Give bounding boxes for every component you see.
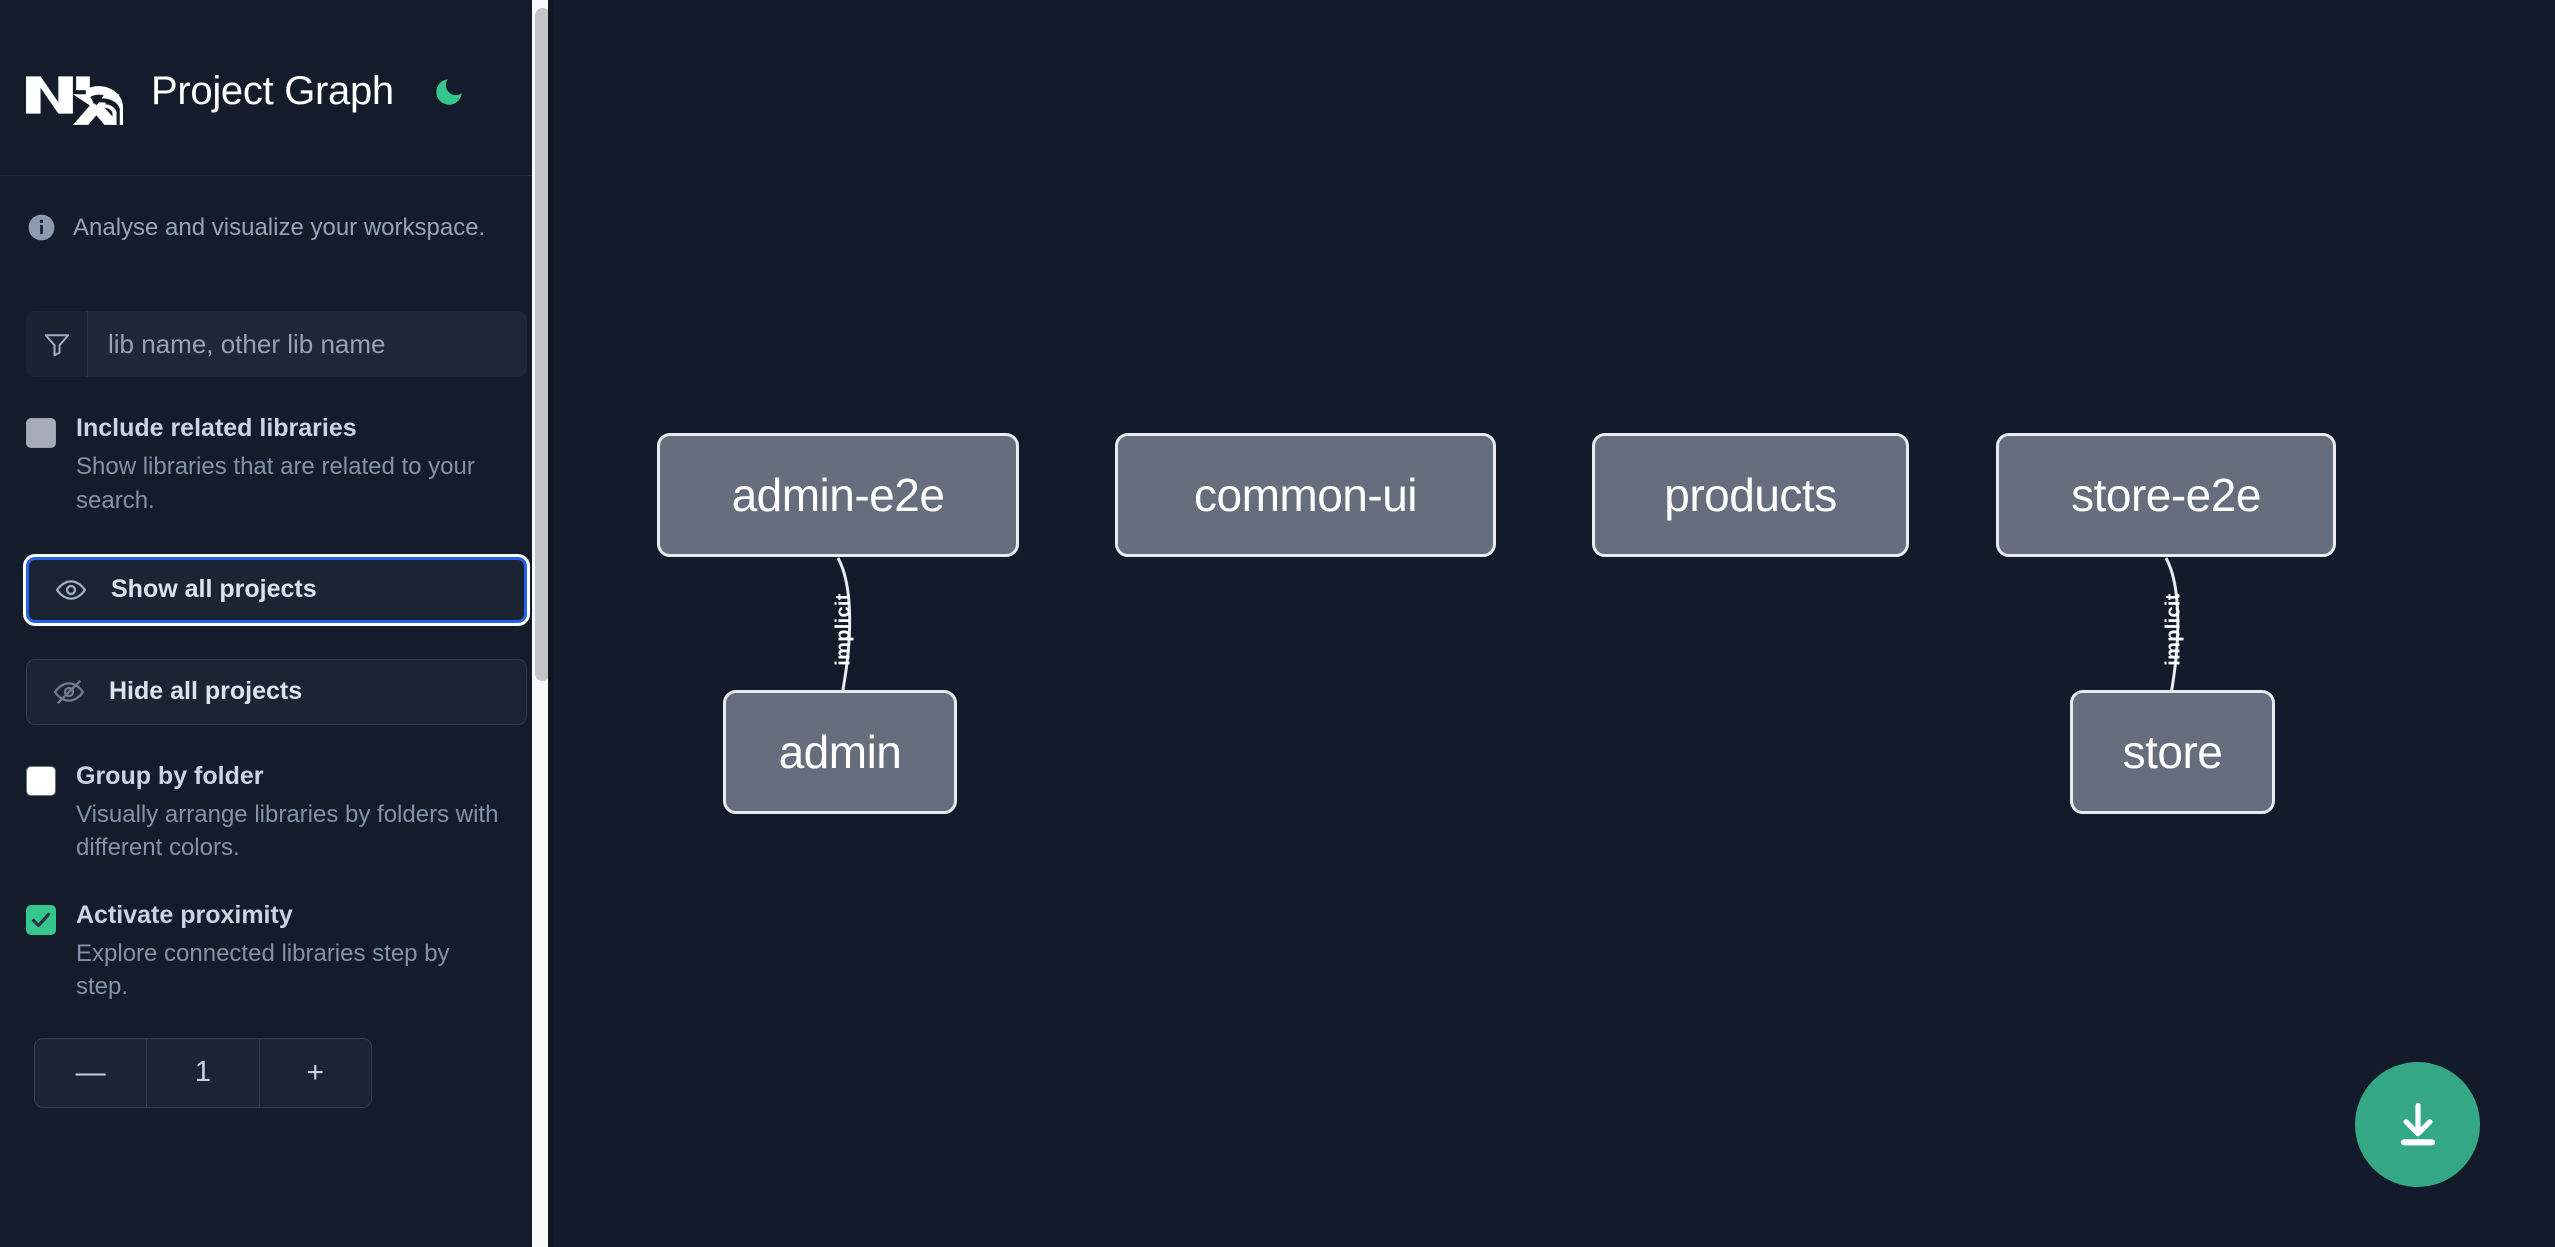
hide-all-projects-button[interactable]: Hide all projects [26,658,527,725]
option-group-by-folder[interactable]: Group by folder Visually arrange librari… [26,761,527,864]
info-icon [28,214,55,241]
stepper-increment-button[interactable]: + [260,1039,371,1107]
option-texts: Include related libraries Show libraries… [76,413,527,516]
hide-all-projects-label: Hide all projects [109,677,303,706]
sidebar-body: Analyse and visualize your workspace. In… [0,176,553,1247]
edge-label-admin-implicit: implicit [832,593,855,666]
show-all-projects-button[interactable]: Show all projects [26,556,527,623]
graph-node-label: common-ui [1193,469,1418,521]
sidebar-edge-divider [548,0,553,1247]
option-description: Show libraries that are related to your … [76,453,475,514]
filter-row [26,311,527,378]
option-texts: Group by folder Visually arrange librari… [76,761,527,864]
search-input[interactable] [88,311,527,378]
edge-label-store-implicit: implicit [2162,593,2185,666]
graph-node-admin-e2e[interactable]: admin-e2e [657,433,1019,557]
funnel-icon-box [26,311,88,378]
option-description: Visually arrange libraries by folders wi… [76,800,499,862]
sidebar-scrollbar-thumb[interactable] [535,8,550,681]
option-description: Explore connected libraries step by step… [76,940,450,1001]
graph-node-products[interactable]: products [1592,433,1909,557]
graph-node-label: store [2122,726,2223,778]
group-by-folder-checkbox[interactable] [26,765,56,796]
moon-icon[interactable] [432,75,466,109]
eye-off-icon [53,679,85,704]
stepper-decrement-button[interactable]: — [35,1039,146,1107]
option-include-related-libraries[interactable]: Include related libraries Show libraries… [26,413,527,516]
proximity-stepper-wrap: — 1 + [26,1037,527,1108]
graph-node-label: store-e2e [2071,469,2261,521]
option-title: Include related libraries [76,414,357,443]
graph-node-label: products [1664,469,1837,521]
graph-node-store[interactable]: store [2070,690,2275,814]
projects-button-group: Show all projects Hide all projects [26,556,527,725]
check-icon [31,913,51,928]
graph-node-store-e2e[interactable]: store-e2e [1996,433,2336,557]
download-icon [2400,1102,2435,1145]
activate-proximity-checkbox[interactable] [26,905,56,936]
page-title: Project Graph [151,68,394,113]
option-title: Group by folder [76,761,264,790]
download-graph-button[interactable] [2355,1062,2480,1187]
option-title: Activate proximity [76,901,293,930]
stepper-value: 1 [146,1038,260,1107]
funnel-icon [44,334,69,357]
graph-node-label: admin [778,726,902,778]
graph-canvas[interactable]: admin-e2e common-ui products store-e2e a… [553,0,2555,1247]
quantity-stepper: — 1 + [34,1037,372,1108]
option-activate-proximity[interactable]: Activate proximity Explore connected lib… [26,900,527,1003]
eye-icon [55,579,87,600]
graph-node-label: admin-e2e [731,469,945,521]
graph-node-admin[interactable]: admin [723,690,957,814]
option-texts: Activate proximity Explore connected lib… [76,900,527,1003]
sidebar-scrollbar[interactable] [532,0,553,1247]
show-all-projects-label: Show all projects [111,575,317,604]
include-related-libraries-checkbox[interactable] [26,418,56,449]
sidebar-header: Project Graph [0,0,553,176]
workspace-blurb-text: Analyse and visualize your workspace. [73,214,486,241]
nx-logo [26,75,123,125]
workspace-blurb: Analyse and visualize your workspace. [26,176,527,277]
graph-node-common-ui[interactable]: common-ui [1115,433,1496,557]
sidebar: Project Graph Analyse and visualize your… [0,0,553,1247]
